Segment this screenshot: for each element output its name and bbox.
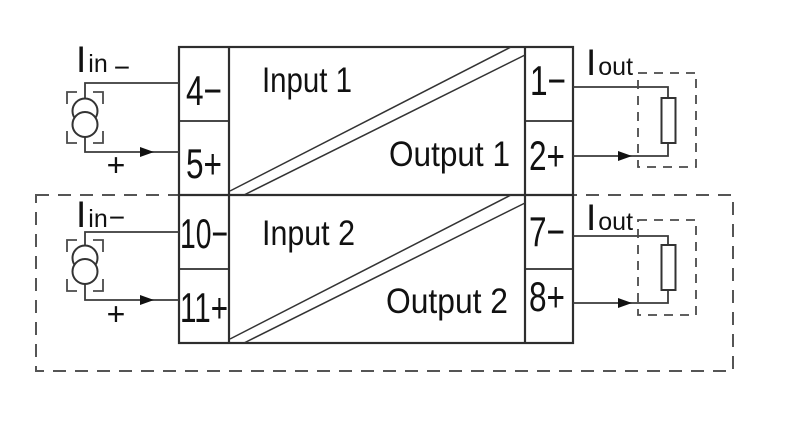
ch1-iout-label: Iout [586, 42, 633, 83]
ch2-source-dashed-bracket [66, 239, 104, 292]
ch1-load-dashed-box [637, 72, 697, 168]
input2-label: Input 2 [262, 214, 355, 253]
channel1-current-source-circuit: Iin− + [66, 39, 179, 183]
ch2-source-wires [84, 231, 179, 301]
ch1-source-wires [84, 82, 179, 153]
terminal-8-plus: 8+ [529, 273, 565, 320]
terminal-4-minus: 4− [186, 67, 222, 114]
terminal-10-minus: 10− [180, 210, 228, 257]
ch1-load-wires [573, 86, 669, 157]
ch2-input-flow-arrow-icon [140, 295, 154, 305]
ch1-current-source-icon [71, 111, 99, 138]
isolation-diagonal-ch2-a [229, 194, 512, 340]
terminal-1-minus: 1− [530, 57, 566, 104]
terminal-2-plus: 2+ [529, 132, 565, 179]
isolation-diagonal-ch2-b [243, 202, 526, 344]
output1-label: Output 1 [389, 135, 510, 174]
terminal-11-plus: 11+ [180, 284, 228, 331]
isolation-diagonal-ch1-a [229, 46, 512, 192]
ch2-load-dashed-box [637, 219, 697, 316]
channel1-load-circuit: Iout [573, 42, 697, 168]
ch2-plus-polarity-label: + [107, 296, 126, 332]
ch2-load-resistor-icon [660, 244, 677, 291]
ch1-load-resistor-icon [660, 97, 677, 144]
terminal-7-minus: 7− [529, 208, 565, 255]
output2-label: Output 2 [386, 282, 508, 321]
ch2-output-flow-arrow-icon [618, 298, 632, 308]
isolator-block: Input 1 Output 1 Input 2 Output 2 4− 5+ … [177, 45, 575, 345]
isolation-diagonal-ch1-b [243, 54, 526, 196]
ch1-iin-label: Iin− [76, 39, 130, 83]
ch2-iin-label: Iin− [76, 194, 125, 235]
channel2-current-source-circuit: Iin− + [66, 194, 179, 332]
ch2-load-wires [573, 235, 669, 304]
ch1-output-flow-arrow-icon [618, 151, 632, 161]
ch2-iout-label: Iout [586, 197, 633, 238]
input1-label: Input 1 [262, 61, 352, 100]
ch1-source-dashed-bracket [66, 91, 104, 144]
ch1-plus-polarity-label: + [107, 147, 126, 183]
channel2-load-circuit: Iout [573, 197, 697, 316]
ch1-input-flow-arrow-icon [140, 147, 154, 157]
terminal-5-plus: 5+ [186, 140, 222, 187]
ch2-current-source-icon [71, 258, 99, 285]
channel2-dashed-boundary [35, 194, 734, 372]
